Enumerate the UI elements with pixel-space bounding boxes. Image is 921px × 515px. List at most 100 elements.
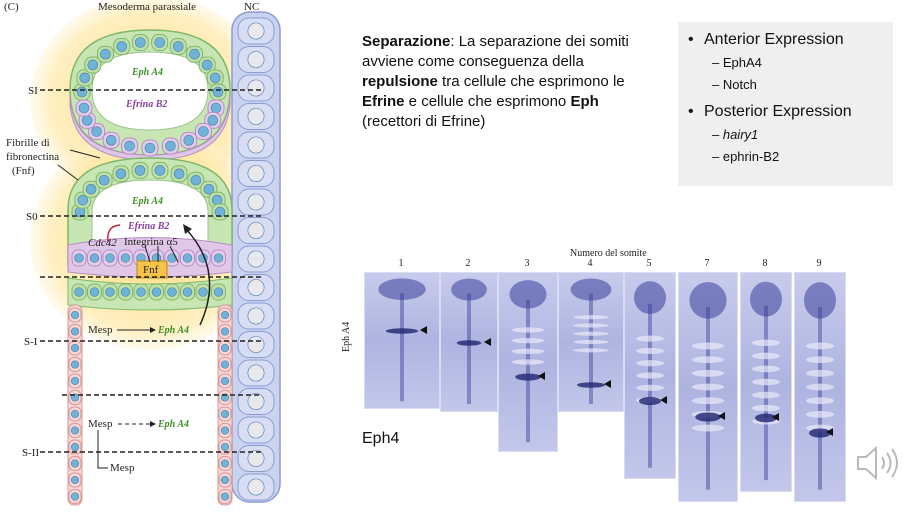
fibrille-label-1: Fibrille di [6, 137, 50, 149]
separazione-term: Separazione [362, 33, 451, 50]
nc-cell-nucleus [247, 307, 265, 325]
nc-cell-nucleus [247, 108, 265, 125]
efrine-term: Efrine [362, 93, 405, 110]
embryo-image [558, 272, 624, 412]
somite-number-label: 8 [762, 258, 768, 269]
level-s-minus2-label: S-II [22, 447, 39, 459]
embryo-image [794, 272, 846, 502]
somite-cell-nucleus [154, 37, 165, 48]
mesp-arrow-3 [97, 430, 108, 469]
eph-term: Eph [570, 93, 599, 110]
posterior-item-hairy1-text: hairy1 [722, 127, 759, 142]
curved-arrow [184, 227, 211, 326]
expression-box: •Anterior Expression – EphA4 – Notch •Po… [678, 22, 893, 186]
somite-cell-nucleus [116, 41, 128, 52]
eph-a4-side-label: Eph A4 [341, 321, 352, 352]
pm-cell-nucleus [220, 310, 230, 320]
somite-boundary-arrow [484, 338, 491, 346]
pm-cell-nucleus [220, 442, 230, 452]
somite-cell-nucleus [79, 72, 91, 84]
level-s0-label: S0 [26, 211, 38, 223]
somite-cell-nucleus [182, 287, 193, 297]
somite-cell-nucleus [87, 59, 99, 71]
pm-cell-nucleus [220, 409, 230, 419]
mesp-label-3: Mesp [110, 462, 135, 474]
somite-cell-nucleus [214, 206, 226, 218]
somite-cell-nucleus [74, 253, 84, 263]
somite-cell-nucleus [74, 287, 84, 297]
integrina-label: Integrina α5 [124, 236, 178, 248]
efrina-b2-mid-label: Efrina B2 [127, 221, 169, 232]
somite-cell-nucleus [209, 72, 221, 84]
somite-cell-nucleus [190, 174, 202, 186]
repulsione-term: repulsione [362, 73, 438, 90]
pm-cell-nucleus [220, 459, 230, 468]
cdc42-label: Cdc42 [88, 237, 117, 249]
somite-boundary-arrow [420, 326, 427, 334]
nc-cell-nucleus [247, 22, 265, 40]
anterior-item-notch: – Notch [712, 77, 757, 92]
somite-number-label: 2 [465, 258, 471, 269]
eph-a4-mesp-label-1: Eph A4 [157, 325, 189, 336]
posterior-item-hairy1: – hairy1 [678, 124, 893, 146]
nc-cell-nucleus [247, 336, 265, 353]
pm-cell-nucleus [220, 475, 230, 485]
somite-cell-nucleus [167, 287, 177, 297]
somite-diagram: (C) Mesoderma parassiale NC SI S0 S-I S-… [0, 0, 290, 510]
efrina-b2-top-label: Efrina B2 [125, 99, 167, 110]
somite-cell-nucleus [105, 287, 115, 297]
somite-cell-nucleus [77, 194, 89, 206]
somite-cell-nucleus [105, 253, 115, 263]
nc-cell-nucleus [247, 450, 265, 467]
somite-cell-nucleus [165, 140, 176, 152]
somite-boundary-arrow [538, 372, 545, 380]
separazione-text-4: (recettori di Efrine) [362, 113, 486, 130]
fibrille-arrow-2 [57, 164, 79, 181]
mesp-arrowhead-1 [150, 327, 156, 333]
somite-cell-nucleus [78, 102, 90, 114]
somite-cell-nucleus [120, 287, 131, 297]
somite-cell-nucleus [100, 48, 111, 60]
posterior-expression-title: Posterior Expression [704, 103, 852, 120]
speaker-icon[interactable] [854, 443, 904, 483]
somite-cell-nucleus [201, 59, 213, 71]
pm-cell-nucleus [220, 343, 230, 353]
posterior-expression-item: •Posterior Expression [688, 103, 852, 120]
eph-a4-top-label: Eph A4 [131, 67, 163, 78]
separazione-text-2: tra cellule che esprimono le [437, 73, 625, 90]
pm-cell-nucleus [220, 360, 230, 369]
somite-cell-nucleus [207, 115, 219, 126]
posterior-item-ephrin-b2: – ephrin-B2 [712, 149, 780, 164]
somite-number-title: Numero del somite [570, 248, 647, 259]
somite-cell-nucleus [144, 142, 156, 154]
somite-cell-nucleus [81, 115, 93, 126]
somite-cell-nucleus [210, 102, 222, 114]
nc-cell-nucleus [247, 364, 265, 382]
posterior-dash: – [712, 127, 723, 142]
somite-number-label: 3 [524, 258, 530, 269]
level-si-label: SI [28, 85, 38, 97]
nc-cell-nucleus [247, 279, 265, 296]
separazione-text-3: e cellule che esprimono [404, 93, 571, 110]
separazione-text-1: : La separazione dei somiti avviene come… [362, 33, 629, 70]
pm-cell-nucleus [70, 360, 80, 369]
header-mesoderm: Mesoderma parassiale [98, 1, 196, 13]
somite-top [69, 29, 231, 161]
mesp-label-2: Mesp [88, 418, 113, 430]
somite-diagram-svg: (C) Mesoderma parassiale NC SI S0 S-I S-… [4, 0, 281, 506]
somite-boundary-arrow [660, 396, 667, 404]
pm-cell-nucleus [70, 442, 80, 452]
somite-cell-nucleus [98, 174, 110, 186]
somite-cell-nucleus [91, 126, 102, 137]
level-s-minus1-label: S-I [24, 336, 38, 348]
eph4-caption: Eph4 [362, 430, 400, 447]
embryo-image [364, 272, 440, 409]
separazione-paragraph: Separazione: La separazione dei somiti a… [362, 32, 662, 132]
fibrille-arrow-1 [69, 149, 101, 159]
somite-number-label: 4 [587, 258, 593, 269]
somite-cell-nucleus [189, 48, 200, 60]
somite-cell-nucleus [213, 287, 224, 297]
pm-cell-nucleus [70, 409, 80, 419]
somite-cell-nucleus [120, 253, 131, 263]
somite-cell-nucleus [167, 253, 177, 263]
